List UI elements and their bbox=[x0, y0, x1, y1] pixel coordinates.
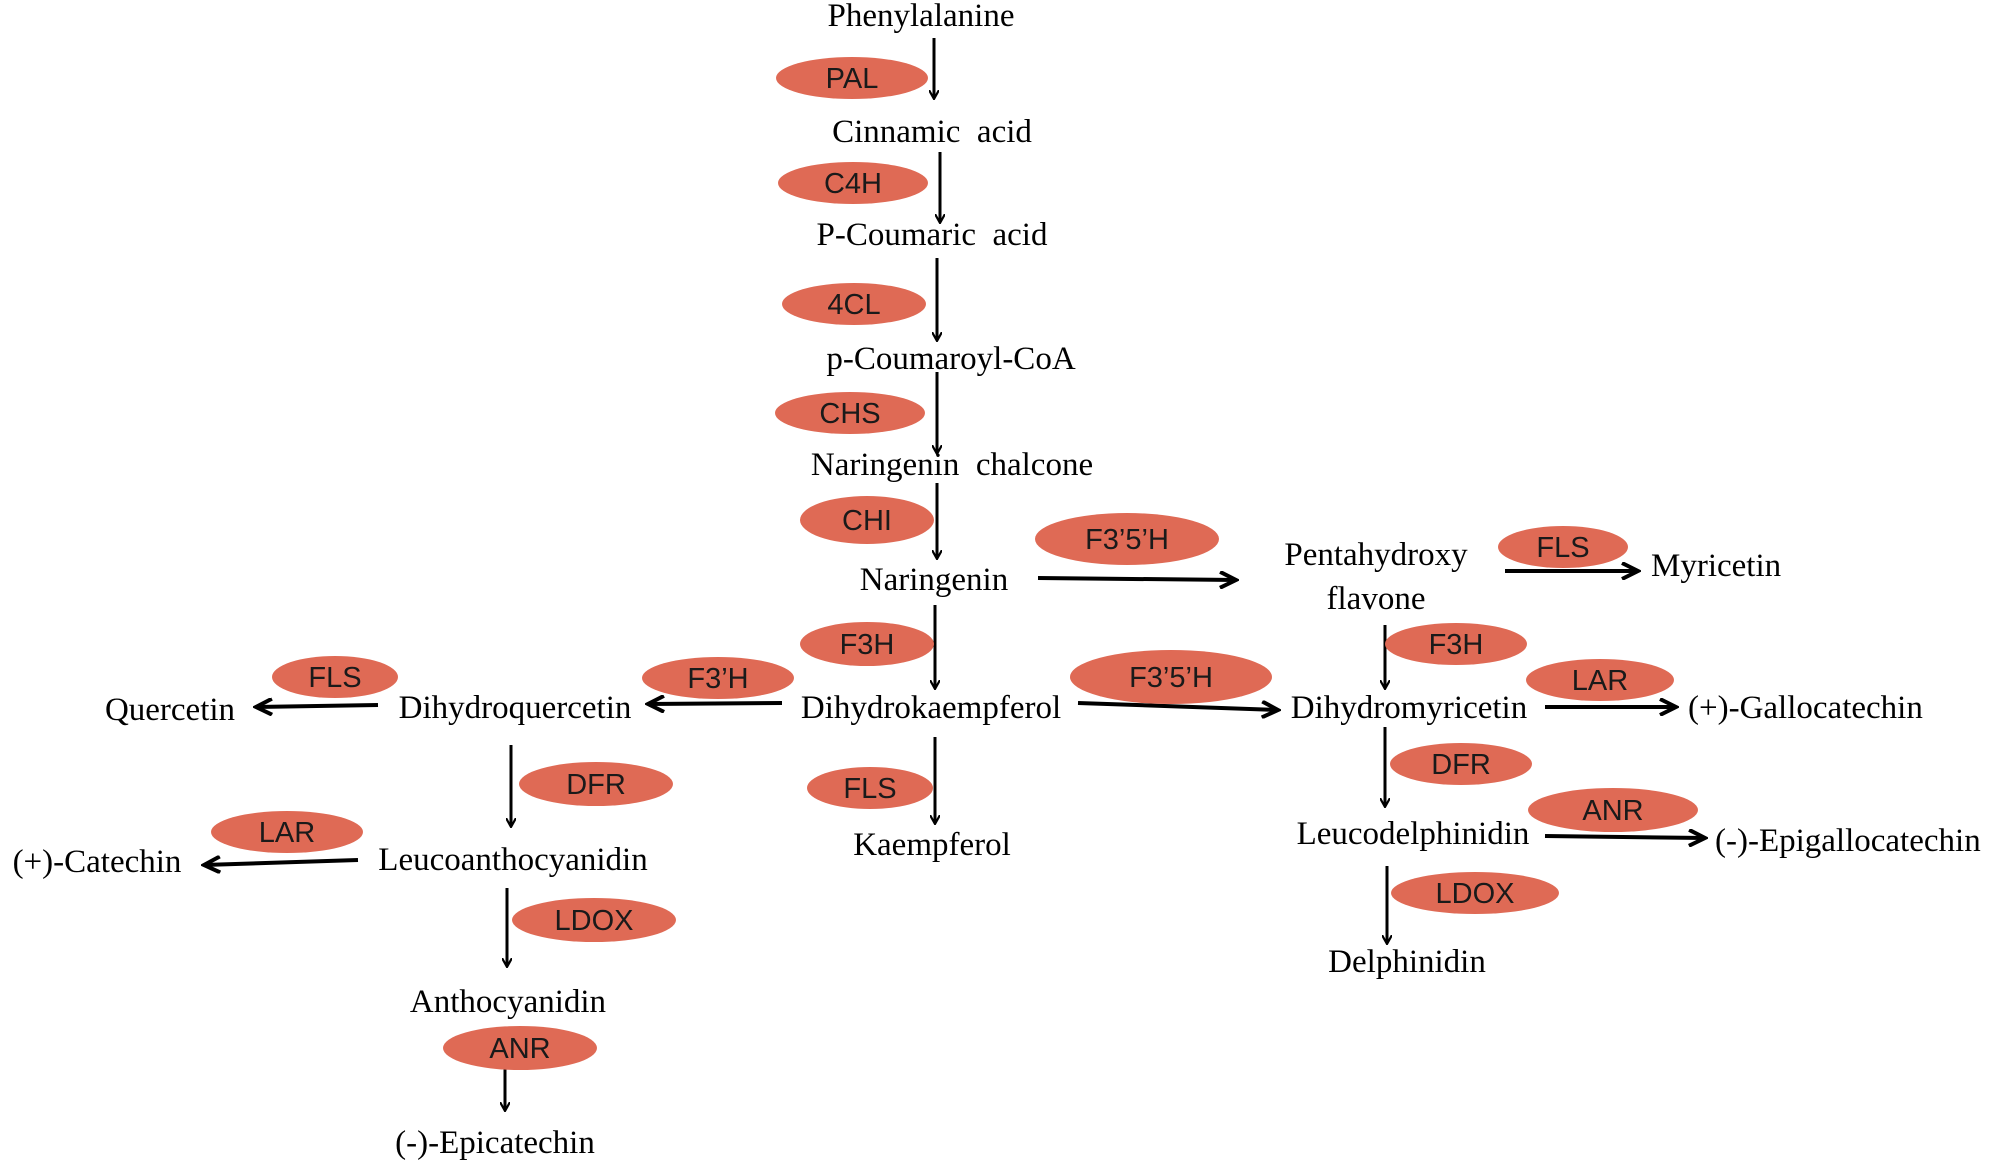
enzyme-4cl-label: 4CL bbox=[827, 289, 880, 321]
enzyme-anr-epigallocatechin-label: ANR bbox=[1582, 795, 1643, 827]
enzyme-lar-catechin: LAR bbox=[211, 811, 363, 853]
compound-p-coumaric-acid: P-Coumaric acid bbox=[817, 217, 1048, 253]
enzyme-dfr-left: DFR bbox=[519, 762, 673, 806]
compound-myricetin: Myricetin bbox=[1651, 548, 1781, 584]
enzyme-anr-epicatechin-label: ANR bbox=[489, 1033, 550, 1065]
arrow-leucodelphinidin-to-epigallocatechin bbox=[1544, 836, 1705, 838]
enzyme-f3h-right: F3H bbox=[1385, 623, 1527, 665]
compound-epigallocatechin: (-)-Epigallocatechin bbox=[1715, 823, 1981, 859]
compound-naringenin-chalcone: Naringenin chalcone bbox=[811, 447, 1093, 483]
compound-p-coumaroyl-coa: p-Coumaroyl-CoA bbox=[826, 341, 1075, 377]
enzyme-fls-kaempferol: FLS bbox=[807, 767, 933, 809]
compound-epicatechin: (-)-Epicatechin bbox=[395, 1125, 595, 1161]
enzyme-chs: CHS bbox=[775, 392, 925, 434]
enzyme-pal: PAL bbox=[776, 57, 928, 99]
arrow-leucoanthocyanidin-to-catechin bbox=[204, 860, 359, 865]
enzyme-chi-label: CHI bbox=[842, 505, 892, 537]
compound-pentahydroxy-flavone-line1: Pentahydroxy bbox=[1284, 537, 1468, 573]
enzyme-ldox-right-label: LDOX bbox=[1436, 878, 1515, 910]
enzyme-dfr-left-label: DFR bbox=[566, 769, 626, 801]
enzyme-f3h-left: F3H bbox=[800, 622, 934, 666]
enzyme-lar-gallocatechin-label: LAR bbox=[1572, 665, 1628, 697]
compound-dihydroquercetin: Dihydroquercetin bbox=[399, 690, 632, 726]
compound-catechin: (+)-Catechin bbox=[13, 844, 182, 880]
compound-dihydrokaempferol: Dihydrokaempferol bbox=[801, 690, 1061, 726]
enzyme-lar-gallocatechin: LAR bbox=[1526, 659, 1674, 701]
compound-gallocatechin: (+)-Gallocatechin bbox=[1688, 690, 1923, 726]
compound-dihydromyricetin: Dihydromyricetin bbox=[1291, 690, 1527, 726]
compound-anthocyanidin: Anthocyanidin bbox=[410, 984, 606, 1020]
enzyme-c4h-label: C4H bbox=[824, 168, 882, 200]
enzyme-dfr-right-label: DFR bbox=[1431, 749, 1491, 781]
compound-pentahydroxy-flavone-line2: flavone bbox=[1327, 581, 1426, 617]
compound-phenylalanine: Phenylalanine bbox=[828, 0, 1015, 34]
compound-leucoanthocyanidin: Leucoanthocyanidin bbox=[378, 842, 647, 878]
enzyme-chs-label: CHS bbox=[819, 398, 880, 430]
enzyme-f3prime-h-label: F3’H bbox=[687, 663, 748, 695]
arrow-dihydrokaempferol-to-dihydromyricetin bbox=[1077, 703, 1278, 710]
arrows bbox=[204, 38, 1705, 1110]
enzyme-fls-kaempferol-label: FLS bbox=[843, 773, 896, 805]
enzyme-dfr-right: DFR bbox=[1390, 743, 1532, 785]
arrow-dihydroquercetin-to-quercetin bbox=[256, 705, 379, 707]
enzyme-f35h-top-label: F3’5’H bbox=[1085, 524, 1169, 556]
compound-cinnamic-acid: Cinnamic acid bbox=[832, 114, 1032, 150]
enzyme-ldox-left-label: LDOX bbox=[555, 905, 634, 937]
enzyme-f35h-bottom-label: F3’5’H bbox=[1129, 662, 1213, 694]
enzyme-fls-quercetin: FLS bbox=[272, 656, 398, 698]
enzyme-f3h-left-label: F3H bbox=[840, 629, 895, 661]
enzyme-ldox-right: LDOX bbox=[1391, 872, 1559, 914]
compound-delphinidin: Delphinidin bbox=[1328, 944, 1486, 980]
enzyme-fls-quercetin-label: FLS bbox=[308, 662, 361, 694]
enzyme-anr-epicatechin: ANR bbox=[443, 1026, 597, 1070]
enzyme-f3h-right-label: F3H bbox=[1429, 629, 1484, 661]
enzyme-pal-label: PAL bbox=[826, 63, 879, 95]
enzyme-c4h: C4H bbox=[778, 162, 928, 204]
compound-quercetin: Quercetin bbox=[105, 692, 235, 728]
enzyme-4cl: 4CL bbox=[782, 283, 926, 325]
enzyme-lar-catechin-label: LAR bbox=[259, 817, 315, 849]
compound-kaempferol: Kaempferol bbox=[853, 827, 1011, 863]
enzyme-chi: CHI bbox=[800, 496, 934, 544]
enzyme-ldox-left: LDOX bbox=[512, 898, 676, 942]
compound-leucodelphinidin: Leucodelphinidin bbox=[1297, 816, 1530, 852]
enzyme-f3prime-h: F3’H bbox=[642, 657, 794, 699]
enzyme-fls-myricetin-label: FLS bbox=[1536, 532, 1589, 564]
arrow-naringenin-to-pentahydroxyflavone bbox=[1037, 578, 1236, 580]
arrow-dihydrokaempferol-to-dihydroquercetin bbox=[648, 703, 783, 704]
enzyme-anr-epigallocatechin: ANR bbox=[1528, 788, 1698, 832]
enzyme-fls-myricetin: FLS bbox=[1498, 526, 1628, 568]
enzymes: PAL C4H 4CL CHS CHI F3’5’H FLS F3H bbox=[211, 57, 1698, 1070]
compounds: Phenylalanine Cinnamic acid P-Coumaric a… bbox=[13, 0, 1981, 1161]
enzyme-f35h-bottom: F3’5’H bbox=[1070, 650, 1272, 704]
compound-naringenin: Naringenin bbox=[860, 562, 1008, 598]
enzyme-f35h-top: F3’5’H bbox=[1035, 513, 1219, 565]
